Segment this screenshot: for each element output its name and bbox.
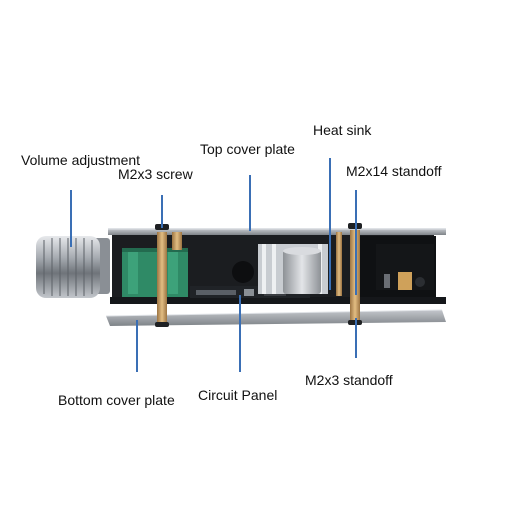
label-m2x3-screw: M2x3 screw <box>118 166 193 182</box>
volume-knob <box>36 236 110 298</box>
leader-lines <box>70 158 357 372</box>
label-circuit-panel: Circuit Panel <box>198 387 278 403</box>
capacitor <box>283 247 321 294</box>
label-volume-adjustment: Volume adjustment <box>21 152 141 168</box>
label-top-cover-plate: Top cover plate <box>200 141 295 157</box>
terminal-block <box>122 248 188 298</box>
label-m2x14-standoff: M2x14 standoff <box>346 163 442 179</box>
audio-jack <box>376 244 434 290</box>
label-m2x3-standoff: M2x3 standoff <box>305 372 393 388</box>
label-bottom-cover-plate: Bottom cover plate <box>58 392 175 408</box>
label-heat-sink: Heat sink <box>313 122 372 138</box>
top-cover-plate-shape <box>108 228 446 235</box>
